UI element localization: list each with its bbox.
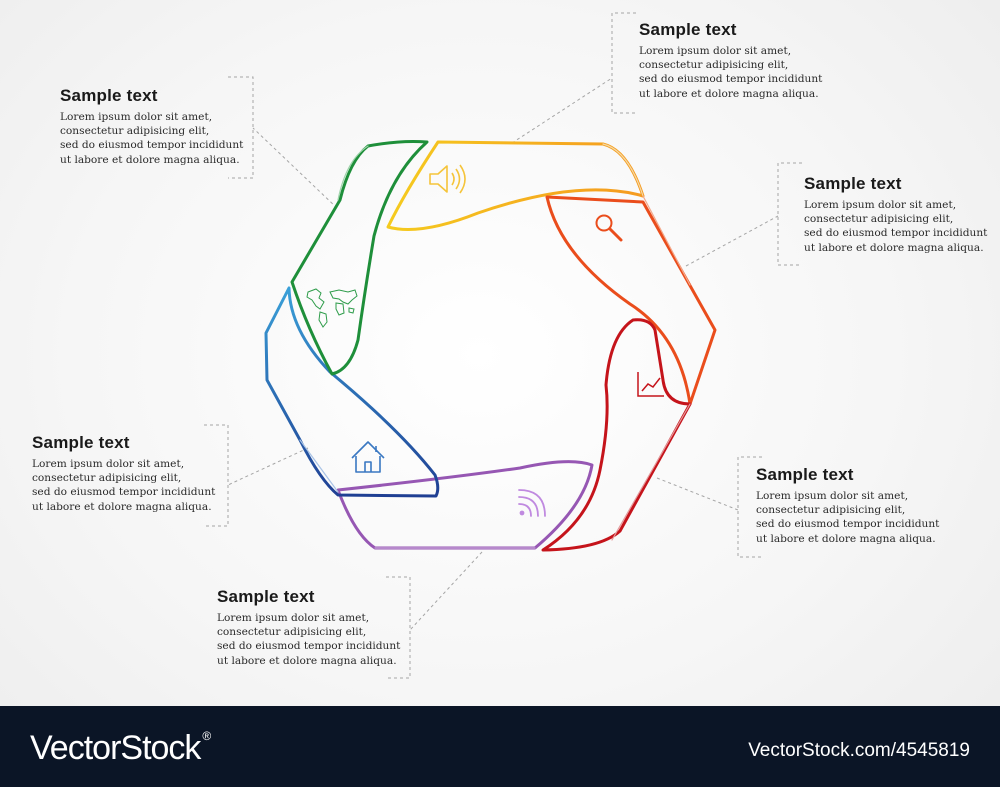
bracket-left	[204, 424, 229, 527]
leader-line-top	[511, 77, 613, 144]
callout-bottom-right: Sample text Lorem ipsum dolor sit amet, …	[756, 465, 956, 546]
bracket-right	[777, 162, 802, 266]
magnifier-icon	[595, 214, 623, 242]
segment-red	[541, 318, 692, 552]
leader-line-left	[227, 447, 309, 486]
leader-line-right	[685, 215, 779, 267]
callout-bottom: Sample text Lorem ipsum dolor sit amet, …	[217, 587, 417, 668]
callout-title: Sample text	[217, 587, 315, 606]
callout-title: Sample text	[32, 433, 130, 452]
hexagon-infographic	[204, 12, 802, 679]
callout-body: Lorem ipsum dolor sit amet, consectetur …	[639, 45, 823, 100]
leader-line-bottom-right	[656, 477, 739, 511]
segment-purple	[336, 460, 594, 550]
world-map-icon	[306, 288, 358, 328]
segment-blue	[264, 286, 440, 498]
callout-body: Lorem ipsum dolor sit amet, consectetur …	[756, 490, 940, 545]
callout-top-left: Sample text Lorem ipsum dolor sit amet, …	[60, 86, 260, 167]
watermark-footer: VectorStock® VectorStock.com/4545819	[0, 706, 1000, 787]
callout-right: Sample text Lorem ipsum dolor sit amet, …	[804, 174, 1000, 255]
leader-lines	[204, 12, 802, 679]
image-id: VectorStock.com/4545819	[748, 740, 970, 761]
segment-green	[290, 140, 429, 376]
bracket-bottom-right	[737, 456, 762, 558]
callout-title: Sample text	[804, 174, 902, 193]
logo-text: VectorStock	[30, 729, 201, 767]
registered-mark: ®	[202, 729, 211, 743]
callout-top: Sample text Lorem ipsum dolor sit amet, …	[639, 20, 839, 101]
callout-body: Lorem ipsum dolor sit amet, consectetur …	[804, 199, 988, 254]
line-chart-icon	[637, 372, 664, 397]
callout-title: Sample text	[60, 86, 158, 105]
callout-body: Lorem ipsum dolor sit amet, consectetur …	[32, 458, 216, 513]
home-icon	[351, 441, 385, 473]
callout-title: Sample text	[756, 465, 854, 484]
vectorstock-logo: VectorStock®	[30, 729, 211, 768]
leader-line-top-left	[252, 127, 338, 209]
bracket-top-left	[228, 76, 254, 179]
segment-orange	[545, 195, 717, 406]
callout-left: Sample text Lorem ipsum dolor sit amet, …	[32, 433, 232, 514]
bracket-top	[611, 12, 636, 114]
speaker-icon	[429, 164, 466, 194]
leader-line-bottom	[409, 551, 483, 631]
bracket-bottom	[386, 576, 411, 679]
callout-title: Sample text	[639, 20, 737, 39]
callout-body: Lorem ipsum dolor sit amet, consectetur …	[217, 612, 401, 667]
segment-yellow	[386, 140, 645, 232]
callout-body: Lorem ipsum dolor sit amet, consectetur …	[60, 111, 244, 166]
wifi-signal-icon	[518, 489, 546, 517]
